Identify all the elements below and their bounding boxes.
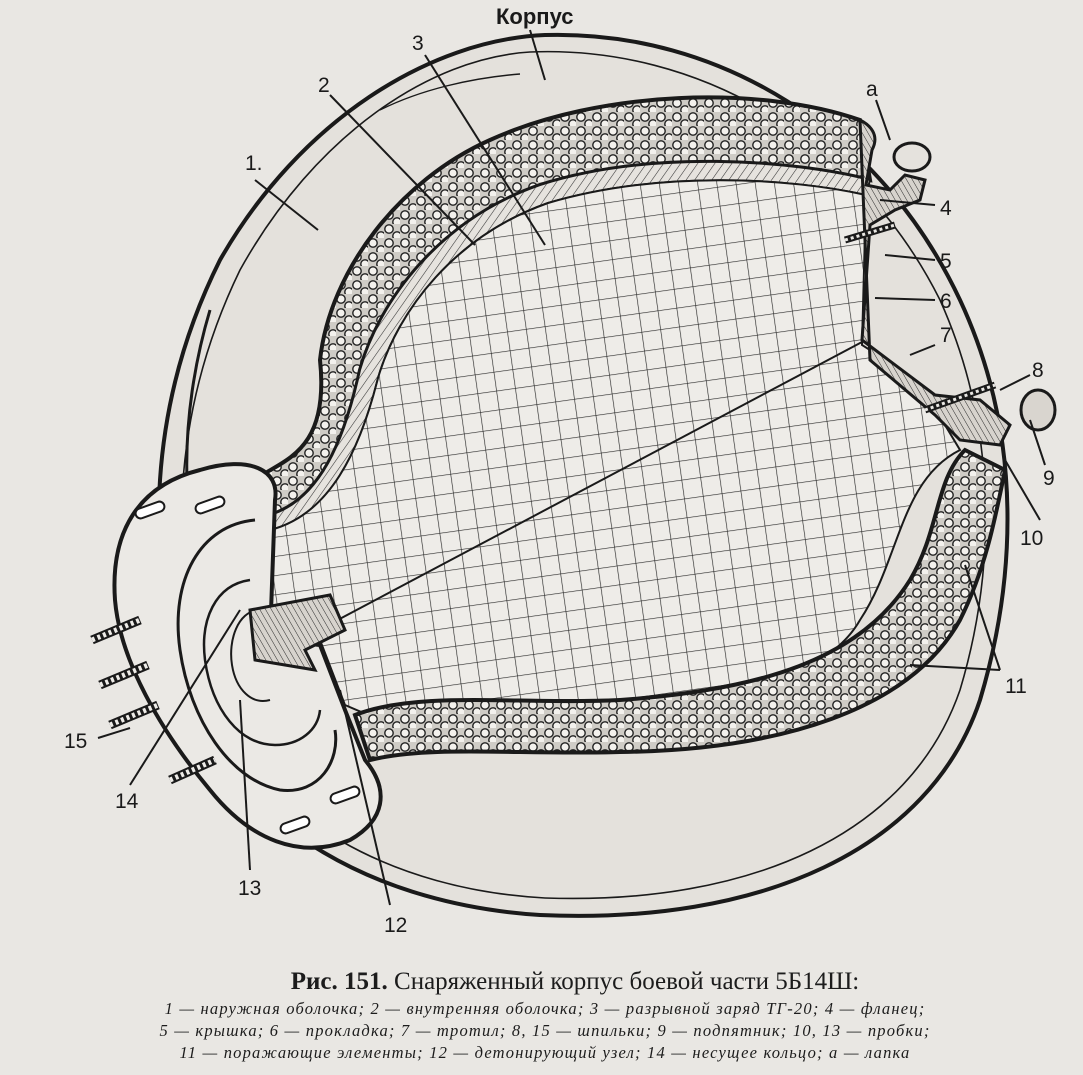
- front-cover: [90, 462, 383, 850]
- label-4: 4: [940, 197, 952, 220]
- label-1: 1.: [245, 152, 263, 175]
- caption-title-line: Рис. 151. Снаряженный корпус боевой част…: [100, 966, 1050, 998]
- legend-line-3: 11 — поражающие элементы; 12 — детонирую…: [179, 1043, 911, 1062]
- legend-line-1: 1 — наружная оболочка; 2 — внутренняя об…: [164, 999, 926, 1018]
- label-10: 10: [1020, 527, 1043, 550]
- label-15: 15: [64, 730, 87, 753]
- label-6: 6: [940, 290, 952, 313]
- caption-title: Снаряженный корпус боевой части 5Б14Ш:: [394, 968, 860, 995]
- label-2: 2: [318, 74, 330, 97]
- figure-caption: Рис. 151. Снаряженный корпус боевой част…: [40, 966, 1050, 1064]
- lower-fragment-layer: [352, 447, 1008, 763]
- label-7: 7: [940, 324, 952, 347]
- label-korpus: Корпус: [496, 4, 574, 29]
- label-14: 14: [115, 790, 139, 813]
- charge-divider: [299, 341, 863, 641]
- caption-number: Рис. 151.: [290, 968, 388, 995]
- label-9: 9: [1043, 467, 1055, 490]
- detonating-unit: [248, 593, 347, 672]
- label-8: 8: [1032, 359, 1044, 382]
- label-a: a: [866, 78, 878, 101]
- legend-line-2: 5 — крышка; 6 — прокладка; 7 — тротил; 8…: [159, 1021, 931, 1040]
- label-5: 5: [940, 250, 952, 273]
- label-13: 13: [238, 877, 261, 900]
- label-11: 11: [1005, 675, 1027, 698]
- part-labels: Корпус 1. 2 3 a 4 5 6 7 8 9 10 11 12 13 …: [64, 4, 1055, 937]
- warhead-cutaway-diagram: Корпус 1. 2 3 a 4 5 6 7 8 9 10 11 12 13 …: [64, 4, 1057, 937]
- label-3: 3: [412, 32, 424, 55]
- label-12: 12: [384, 914, 407, 937]
- leader-lines: [97, 29, 1046, 906]
